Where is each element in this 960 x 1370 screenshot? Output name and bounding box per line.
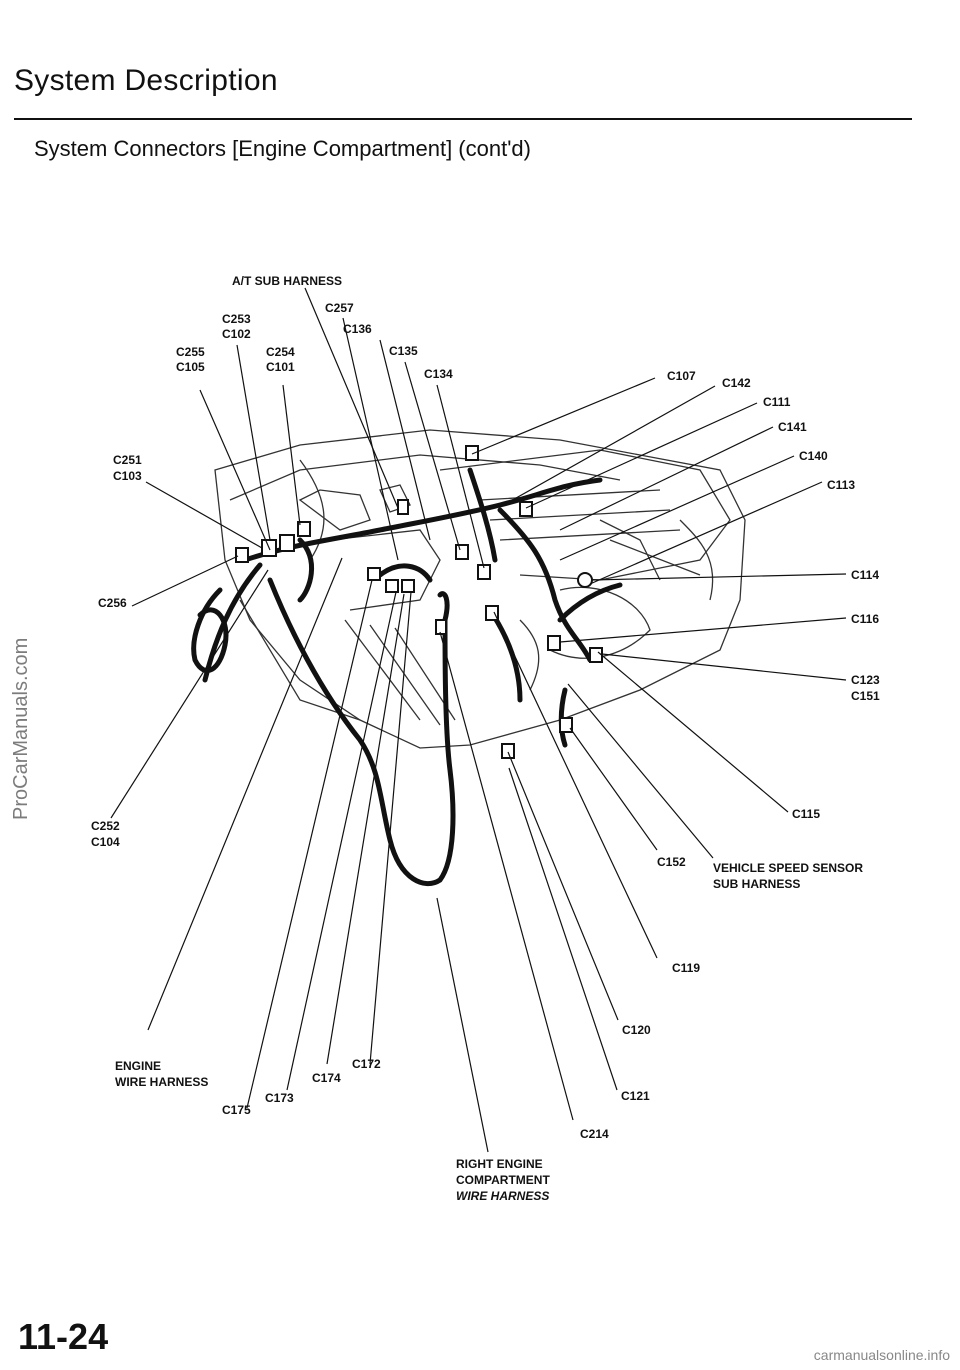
label-c140: C140: [799, 449, 828, 463]
label-c135: C135: [389, 344, 418, 358]
label-c152: C152: [657, 855, 686, 869]
connector-c114: [577, 572, 593, 588]
connector-c175: [367, 567, 381, 581]
connector-blocks: [235, 445, 603, 759]
label-engine-harness-2: WIRE HARNESS: [115, 1075, 208, 1089]
connector-c254: [297, 521, 311, 537]
label-right-engine-3: WIRE HARNESS: [456, 1189, 549, 1203]
label-c104: C104: [91, 835, 120, 849]
label-c174: C174: [312, 1071, 341, 1085]
label-c256: C256: [98, 596, 127, 610]
page-title: System Description: [14, 64, 278, 97]
label-c119: C119: [672, 961, 700, 975]
connector-c119: [559, 717, 573, 733]
connector-c135: [455, 544, 469, 560]
label-vss-sub-harness-2: SUB HARNESS: [713, 877, 800, 891]
label-vss-sub-harness-1: VEHICLE SPEED SENSOR: [713, 861, 863, 875]
label-c111: C111: [763, 395, 791, 409]
label-c136: C136: [343, 322, 372, 336]
connector-c173: [385, 579, 399, 593]
callout-labels: A/T SUB HARNESS C257 C253 C102 C136 C255…: [91, 274, 880, 1203]
label-right-engine-1: RIGHT ENGINE: [456, 1157, 543, 1171]
label-c175: C175: [222, 1103, 251, 1117]
connector-c123: [589, 647, 603, 663]
connector-c255: [279, 534, 295, 552]
connector-c116: [547, 635, 561, 651]
connector-c256: [235, 547, 249, 563]
label-engine-harness-1: ENGINE: [115, 1059, 161, 1073]
label-c114: C114: [851, 568, 879, 582]
page-number: 11-24: [18, 1316, 109, 1357]
label-c257: C257: [325, 301, 354, 315]
label-c214: C214: [580, 1127, 609, 1141]
label-c173: C173: [265, 1091, 294, 1105]
label-c142: C142: [722, 376, 751, 390]
label-c105: C105: [176, 360, 205, 374]
connector-c142: [519, 501, 533, 517]
leader-lines: [110, 287, 847, 1153]
label-c141: C141: [778, 420, 807, 434]
label-c253: C253: [222, 312, 251, 326]
label-c121: C121: [621, 1089, 650, 1103]
label-c255: C255: [176, 345, 205, 359]
label-c172: C172: [352, 1057, 381, 1071]
label-c103: C103: [113, 469, 142, 483]
connector-c134: [477, 564, 491, 580]
label-c120: C120: [622, 1023, 651, 1037]
label-c102: C102: [222, 327, 251, 341]
page-subtitle: System Connectors [Engine Compartment] (…: [34, 136, 531, 161]
label-right-engine-2: COMPARTMENT: [456, 1173, 550, 1187]
label-c107: C107: [667, 369, 696, 383]
label-c251: C251: [113, 453, 142, 467]
label-at-sub-harness: A/T SUB HARNESS: [232, 274, 342, 288]
footer-source: carmanualsonline.info: [813, 1347, 950, 1363]
connector-c152: [485, 605, 499, 621]
label-c101: C101: [266, 360, 295, 374]
connector-c107: [465, 445, 479, 461]
label-c134: C134: [424, 367, 453, 381]
label-c254: C254: [266, 345, 295, 359]
connector-c120: [501, 743, 515, 759]
connector-c214: [435, 619, 447, 635]
title-rule: [14, 118, 912, 120]
label-c113: C113: [827, 478, 855, 492]
label-c116: C116: [851, 612, 879, 626]
label-c115: C115: [792, 807, 820, 821]
label-c123: C123: [851, 673, 880, 687]
label-c151: C151: [851, 689, 880, 703]
connector-c174: [401, 579, 415, 593]
label-c252: C252: [91, 819, 120, 833]
connector-c257: [397, 499, 409, 515]
